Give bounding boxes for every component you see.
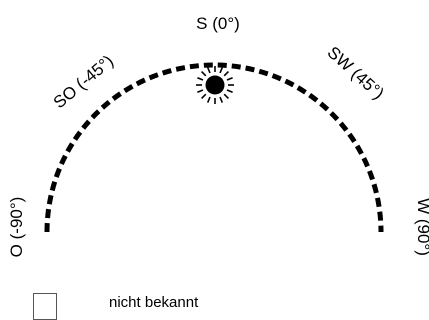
sun-icon[interactable] — [196, 66, 234, 104]
south-label[interactable]: S (0°) — [196, 14, 240, 33]
southwest-label[interactable]: SW (45°) — [324, 43, 388, 103]
unknown-checkbox[interactable] — [33, 293, 57, 320]
east-label[interactable]: O (-90°) — [7, 197, 26, 258]
west-label[interactable]: W (90°) — [414, 198, 429, 256]
unknown-orientation-option[interactable]: nicht bekannt — [33, 293, 198, 320]
unknown-label: nicht bekannt — [109, 294, 199, 311]
